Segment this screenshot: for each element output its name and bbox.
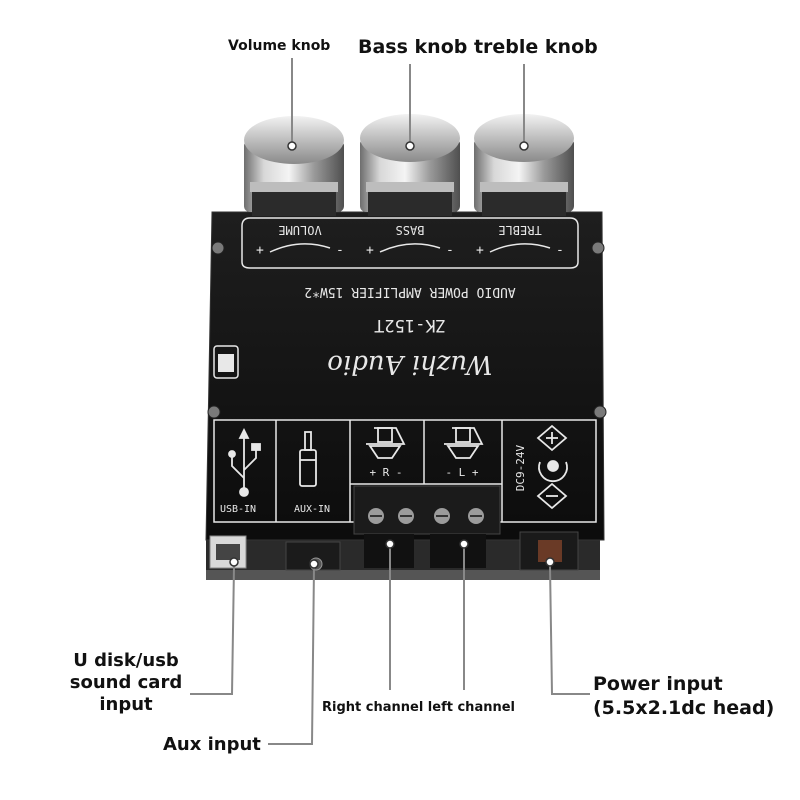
- aux-in-label: AUX-IN: [294, 504, 330, 515]
- usb-callout-line3: input: [99, 694, 153, 715]
- callout-dot: [385, 539, 395, 549]
- callout-dot: [309, 559, 319, 569]
- io-panel-frame: [213, 419, 597, 523]
- volume-knob[interactable]: [244, 116, 344, 216]
- left-channel-polarity: - L +: [445, 466, 478, 479]
- volume-plus: +: [256, 243, 264, 258]
- right-channel-polarity: + R -: [369, 466, 402, 479]
- callout-line-aux: [268, 565, 315, 745]
- bass-arrow: [379, 243, 441, 253]
- bass-plus: +: [366, 243, 374, 258]
- dc-polarity-icon: [536, 424, 568, 510]
- board-title: AUDIO POWER AMPLIFIER 15W*2: [304, 284, 515, 299]
- power-callout-line1: Power input: [593, 673, 723, 695]
- knob-label-treble: TREBLE: [498, 223, 541, 237]
- treble-minus: -: [556, 243, 564, 258]
- usb-in-label: USB-IN: [220, 504, 256, 515]
- usb-input-callout: U disk/usb sound card input: [66, 650, 186, 716]
- bass-treble-callout: Bass knob treble knob: [358, 36, 598, 58]
- board-body: [205, 211, 605, 541]
- screw: [593, 405, 607, 419]
- callout-dot: [459, 539, 469, 549]
- bass-minus: -: [446, 243, 454, 258]
- screw: [211, 241, 225, 255]
- volume-arrow: [269, 243, 331, 253]
- screw: [207, 405, 221, 419]
- power-callout-line2: (5.5x2.1dc head): [593, 697, 775, 719]
- callout-line-power: [549, 565, 590, 695]
- aux-input-callout: Aux input: [163, 734, 261, 755]
- brand-logo: Wuzhi Audio: [327, 349, 493, 379]
- callout-line-usb: [190, 565, 235, 695]
- usb-callout-line2: sound card: [69, 672, 183, 693]
- speaker-left-icon: [444, 427, 484, 459]
- speaker-right-icon: [366, 427, 406, 459]
- aux-jack-icon: [299, 431, 317, 487]
- volume-minus: -: [336, 243, 344, 258]
- screw: [591, 241, 605, 255]
- channel-callout: Right channel left channel: [322, 700, 515, 715]
- usb-callout-line1: U disk/usb: [73, 650, 179, 671]
- knob-label-bass: BASS: [396, 223, 425, 237]
- usb-icon: [228, 427, 261, 497]
- callout-dot: [545, 557, 555, 567]
- board-model: ZK-152T: [374, 315, 446, 335]
- callout-dot: [287, 141, 297, 151]
- volume-knob-callout: Volume knob: [228, 38, 331, 54]
- knob-label-volume: VOLUME: [278, 223, 321, 237]
- callout-dot: [405, 141, 415, 151]
- usb-port[interactable]: [209, 535, 247, 569]
- speaker-terminal-block[interactable]: [353, 485, 501, 568]
- treble-arrow: [489, 243, 551, 253]
- bass-knob[interactable]: [360, 114, 460, 216]
- callout-dot: [519, 141, 529, 151]
- power-input-callout: Power input (5.5x2.1dc head): [593, 672, 774, 720]
- pcb-base-edge: [206, 570, 600, 580]
- callout-dot: [229, 557, 239, 567]
- dc-power-jack[interactable]: [519, 531, 579, 571]
- knob-label-frame: [241, 217, 579, 269]
- power-range-label: DC9-24V: [514, 444, 527, 491]
- phone-app-icon: [213, 345, 239, 379]
- treble-plus: +: [476, 243, 484, 258]
